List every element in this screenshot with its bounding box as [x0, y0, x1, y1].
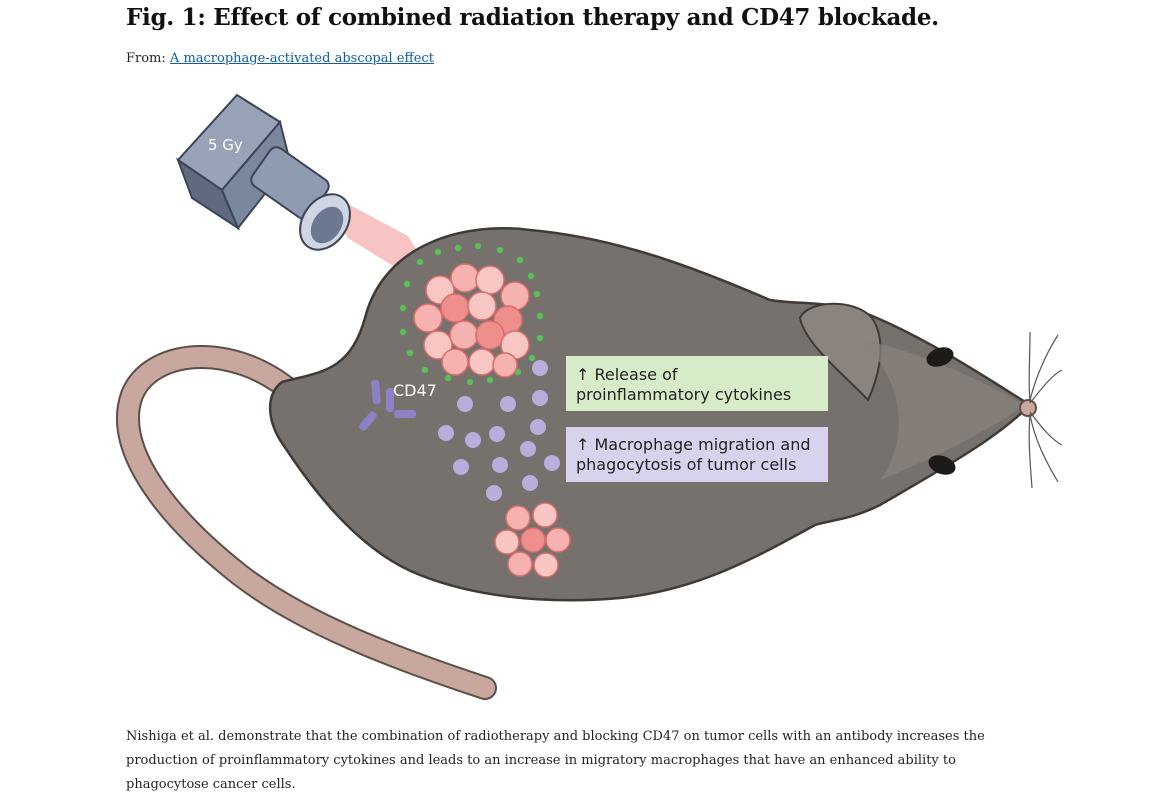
cd47-antibody-icon	[359, 379, 416, 431]
cytokine-box-line1: ↑ Release of	[576, 365, 678, 384]
cytokine-dots	[399, 242, 544, 386]
from-label: From:	[126, 51, 166, 66]
mouse-head-highlight	[860, 340, 1025, 480]
source-article-link[interactable]: A macrophage-activated abscopal effect	[169, 51, 434, 66]
figure-caption: Nishiga et al. demonstrate that the comb…	[126, 729, 985, 792]
radiation-dose-label: 5 Gy	[208, 136, 243, 154]
irradiated-tumor	[413, 263, 530, 378]
cd47-label: CD47	[393, 381, 437, 400]
macrophage-box	[566, 427, 828, 482]
source-line: From: A macrophage-activated abscopal ef…	[126, 51, 434, 66]
figure-title: Fig. 1: Effect of combined radiation the…	[126, 4, 939, 31]
distant-tumor	[494, 502, 571, 578]
macrophage-box-line1: ↑ Macrophage migration and	[576, 435, 811, 454]
mouse-nose	[1019, 399, 1037, 417]
cytokine-box	[566, 356, 828, 411]
mouse-eye-bottom	[928, 455, 956, 475]
cytokine-box-line2: proinflammatory cytokines	[576, 385, 791, 404]
macrophage-box-line2: phagocytosis of tumor cells	[576, 455, 796, 474]
macrophages	[438, 360, 560, 501]
mouse-eye-top	[926, 347, 954, 367]
radiation-source	[175, 93, 351, 251]
mouse-diagram: 5 Gy CD4	[116, 93, 1063, 700]
mouse-whiskers	[1028, 331, 1063, 489]
